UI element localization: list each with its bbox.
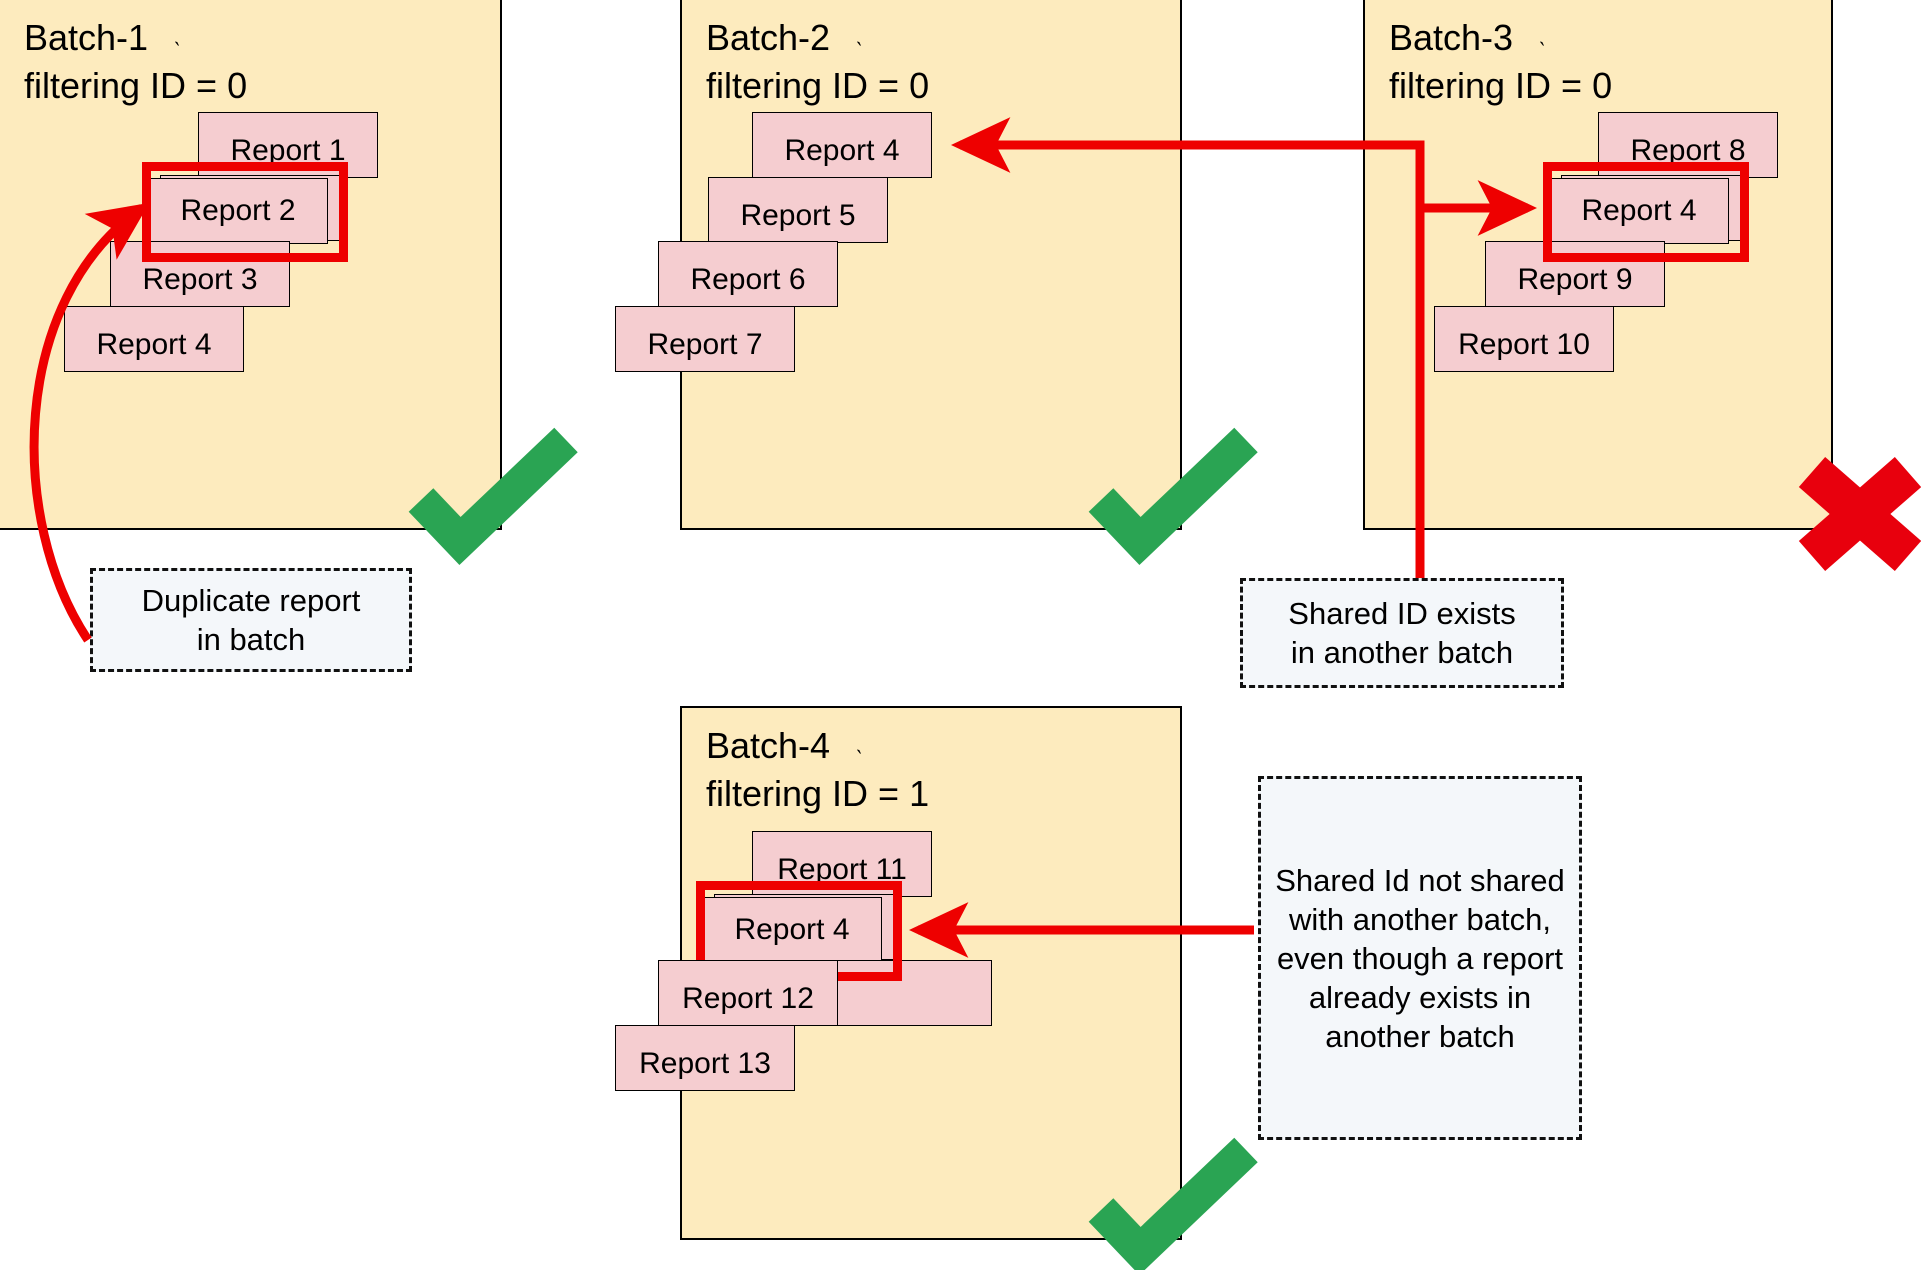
batch-1-duplicate-highlight — [142, 162, 348, 262]
batch-4-report-4-label: Report 4 — [734, 913, 850, 946]
batch-2-filter: filtering ID = 0 — [706, 65, 930, 106]
batch-2-report-4[interactable]: Report 4 — [752, 112, 932, 178]
batch-3-report-9[interactable]: Report 9 — [1485, 241, 1665, 307]
batch-3-report-10[interactable]: Report 10 — [1434, 306, 1614, 372]
batch-1-report-4-label: Report 4 — [96, 328, 212, 361]
batch-1-report-4[interactable]: Report 4 — [64, 306, 244, 372]
batch-4-filter: filtering ID = 1 — [706, 773, 930, 814]
batch-1-title: Batch-1 filtering ID = 0 — [24, 14, 247, 110]
batch-3-report-9-label: Report 9 — [1517, 263, 1633, 296]
callout-duplicate-report-text: Duplicate report in batch — [141, 583, 361, 657]
batch-4-title: Batch-4 filtering ID = 1 — [706, 722, 929, 818]
batch-1-report-2[interactable]: Report 2 — [148, 178, 328, 244]
batch-2-name: Batch-2 — [706, 17, 831, 58]
batch-3-report-10-label: Report 10 — [1458, 328, 1590, 361]
batch-4-name: Batch-4 — [706, 725, 831, 766]
batch-2-report-4-label: Report 4 — [784, 134, 900, 167]
batch-2-report-6[interactable]: Report 6 — [658, 241, 838, 307]
batch-1-filter: filtering ID = 0 — [24, 65, 248, 106]
batch-3-report-4-label: Report 4 — [1581, 194, 1697, 227]
batch-2-report-7[interactable]: Report 7 — [615, 306, 795, 372]
batch-3-report-8-label: Report 8 — [1630, 134, 1746, 167]
batch-3-report-4[interactable]: Report 4 — [1549, 178, 1729, 244]
batch-1-name: Batch-1 — [24, 17, 149, 58]
batch-3-title: Batch-3 filtering ID = 0 — [1389, 14, 1612, 110]
batch-1-report-1-label: Report 1 — [230, 134, 346, 167]
batch-2-report-5-label: Report 5 — [740, 199, 856, 232]
batch-2-report-5[interactable]: Report 5 — [708, 177, 888, 243]
batch-4-report-11-label: Report 11 — [777, 853, 907, 886]
batch-3-name: Batch-3 — [1389, 17, 1514, 58]
batch-3-filter: filtering ID = 0 — [1389, 65, 1613, 106]
callout-shared-id-not-shared-text: Shared Id not shared with another batch,… — [1275, 862, 1565, 1054]
batch-4-report-4[interactable]: Report 4 — [702, 897, 882, 963]
batch-1-report-1[interactable]: Report 1 — [198, 112, 378, 178]
batch-1-report-3-label: Report 3 — [142, 263, 258, 296]
batch-2-title: Batch-2 filtering ID = 0 — [706, 14, 929, 110]
batch-4-report-13-label: Report 13 — [639, 1047, 771, 1080]
callout-shared-id-not-shared: Shared Id not shared with another batch,… — [1258, 776, 1582, 1140]
batch-1-report-2-label: Report 2 — [180, 194, 296, 227]
batch-3-shared-id-highlight — [1543, 162, 1749, 262]
batch-2-report-7-label: Report 7 — [647, 328, 763, 361]
callout-shared-id-exists-text: Shared ID exists in another batch — [1288, 596, 1516, 670]
callout-shared-id-exists: Shared ID exists in another batch — [1240, 578, 1564, 688]
callout-duplicate-report: Duplicate report in batch — [90, 568, 412, 672]
batch-4-report-12-label: Report 12 — [682, 982, 814, 1015]
batch-4-report-13-top[interactable]: Report 13 — [615, 1025, 795, 1091]
batch-4-report-12[interactable] — [812, 960, 992, 1026]
batch-2-report-6-label: Report 6 — [690, 263, 806, 296]
batch-4-report-12-top[interactable]: Report 12 — [658, 960, 838, 1026]
